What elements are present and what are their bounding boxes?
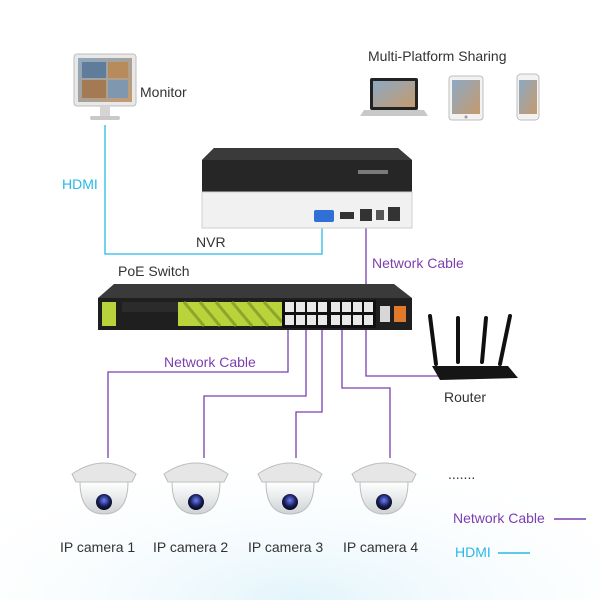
- legend-network-cable-label: Network Cable: [453, 510, 545, 526]
- ip-camera-1-icon: [71, 462, 137, 515]
- ip-camera-2-icon: [163, 462, 229, 515]
- hdmi-label: HDMI: [62, 176, 98, 192]
- ip-camera-3-icon: [257, 462, 323, 515]
- monitor-label: Monitor: [140, 84, 187, 100]
- camera4-cable: [341, 330, 391, 458]
- ip-camera-4-label: IP camera 4: [343, 539, 419, 555]
- network-cable-label-mid: Network Cable: [164, 354, 256, 370]
- ip-camera-2-label: IP camera 2: [153, 539, 229, 555]
- ellipsis-label: .......: [448, 466, 476, 482]
- nvr-device: [201, 148, 413, 229]
- legend-hdmi-label: HDMI: [455, 544, 491, 560]
- laptop-icon: [360, 78, 428, 116]
- phone-icon: [516, 73, 540, 121]
- multi-platform-label: Multi-Platform Sharing: [368, 48, 507, 64]
- router-label: Router: [444, 389, 487, 405]
- camera2-cable: [203, 330, 307, 458]
- hdmi-port: [340, 212, 354, 219]
- network-cable-switch-router: [365, 330, 438, 377]
- monitor-icon: [73, 53, 137, 120]
- network-cable-label-top: Network Cable: [372, 255, 464, 271]
- ip-camera-3-label: IP camera 3: [248, 539, 324, 555]
- router-device: [428, 314, 518, 380]
- poe-switch-device: [98, 284, 412, 330]
- lan-port: [360, 209, 372, 221]
- vga-port: [314, 210, 334, 222]
- camera3-cable: [295, 330, 323, 458]
- nvr-label: NVR: [196, 234, 226, 250]
- camera1-cable: [107, 330, 289, 458]
- ip-camera-4-icon: [351, 462, 417, 515]
- poe-switch-label: PoE Switch: [118, 263, 190, 279]
- hdmi-cable-line: [104, 125, 323, 255]
- tablet-icon: [448, 75, 484, 121]
- ip-camera-1-label: IP camera 1: [60, 539, 136, 555]
